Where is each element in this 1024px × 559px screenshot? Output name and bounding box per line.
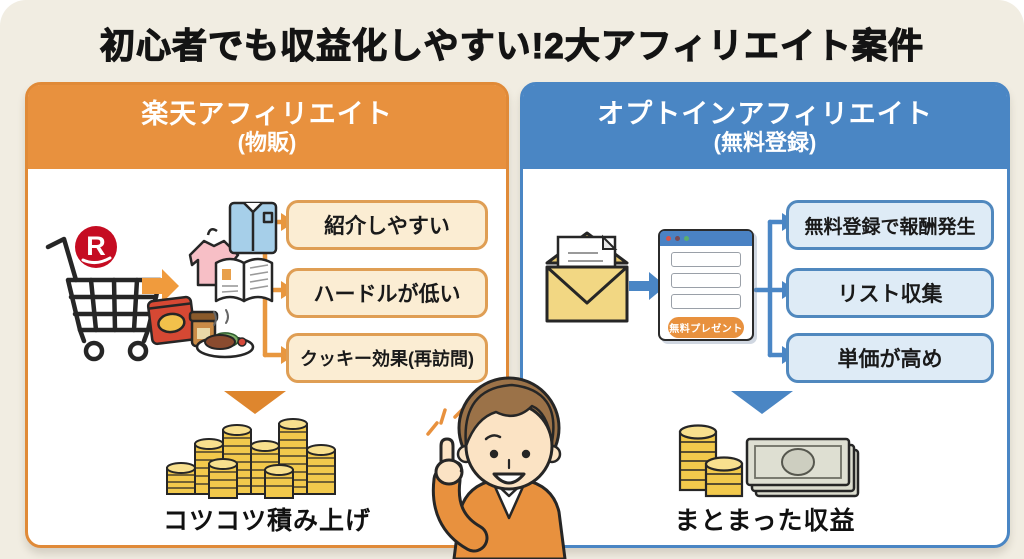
form-field-1	[671, 252, 741, 267]
coin-stacks-icon	[166, 418, 336, 499]
shopping-cart-icon	[45, 236, 163, 362]
right-feature-2: リスト収集	[786, 268, 994, 318]
window-dot-dark-icon	[675, 236, 680, 241]
blue-down-arrow-icon	[731, 391, 793, 414]
pointing-man-illustration	[426, 376, 567, 559]
book-icon	[214, 257, 274, 303]
orange-down-arrow-icon	[224, 391, 286, 414]
coins-banknotes-icon	[678, 424, 860, 498]
rakuten-logo-letter: R	[86, 231, 106, 261]
page-title: 初心者でも収益化しやすい!2大アフィリエイト案件	[99, 26, 925, 66]
window-dot-green-icon	[684, 236, 689, 241]
right-feature-3: 単価が高め	[786, 333, 994, 383]
left-feature-2: ハードルが低い	[286, 268, 488, 318]
left-caption: コツコツ積み上げ	[162, 507, 371, 535]
shirt-icon	[228, 201, 278, 255]
face	[456, 376, 562, 491]
right-feature-1: 無料登録で報酬発生	[786, 200, 994, 250]
meal-plate-icon	[195, 309, 255, 359]
signup-form-icon: 無料プレゼント	[658, 229, 754, 341]
envelope-letter-icon	[545, 231, 629, 323]
left-feature-1: 紹介しやすい	[286, 200, 488, 250]
coin-stack-icon	[678, 424, 744, 498]
optin-panel-header: オプトインアフィリエイト (無料登録)	[523, 85, 1007, 169]
rakuten-header-line1: 楽天アフィリエイト	[141, 98, 393, 129]
rakuten-panel-body: R	[28, 169, 506, 542]
banknotes-icon	[745, 437, 860, 498]
rakuten-logo-icon: R	[75, 226, 117, 268]
form-titlebar	[660, 231, 752, 246]
form-field-2	[671, 273, 741, 288]
rakuten-header-line2: (物販)	[237, 129, 297, 155]
rakuten-affiliate-panel: 楽天アフィリエイト (物販)	[25, 82, 509, 548]
rakuten-panel-header: 楽天アフィリエイト (物販)	[28, 85, 506, 169]
shopping-cart-products-icon: R	[45, 201, 278, 362]
snack-bag-icon	[146, 295, 197, 346]
optin-affiliate-panel: オプトインアフィリエイト (無料登録)	[520, 82, 1010, 548]
arrow-right-icon	[629, 272, 666, 300]
free-present-button: 無料プレゼント	[668, 317, 744, 338]
form-field-3	[671, 294, 741, 309]
left-feature-3: クッキー効果(再訪問)	[286, 333, 488, 383]
optin-header-line1: オプトインアフィリエイト	[597, 98, 933, 129]
optin-header-line2: (無料登録)	[713, 129, 817, 155]
blue-branch-connector	[753, 213, 796, 364]
arrow-right-icon	[142, 269, 179, 303]
optin-panel-body: 無料プレゼント 無料登録で報酬発生 リスト収集 単価が高め まとまった収益	[523, 169, 1007, 542]
window-dot-red-icon	[666, 236, 671, 241]
right-caption: まとまった収益	[674, 507, 856, 535]
pointing-hand	[431, 437, 489, 553]
